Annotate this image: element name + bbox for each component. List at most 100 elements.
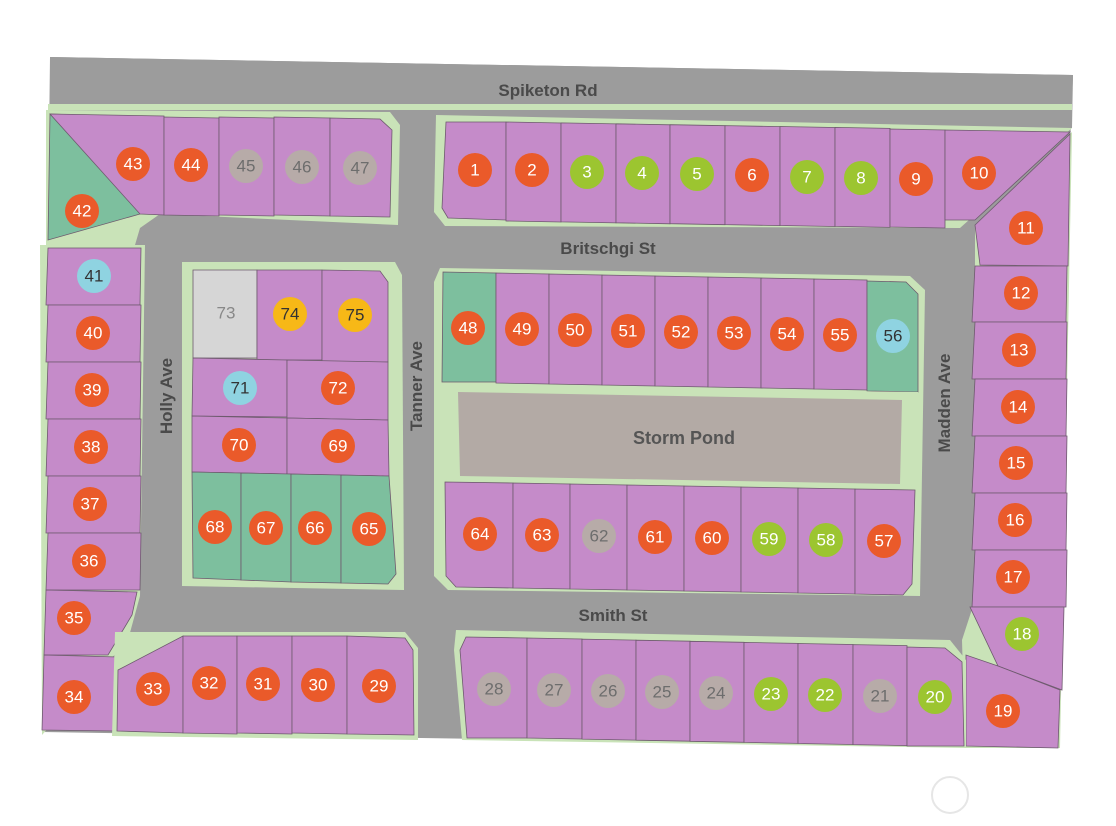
lot-number: 22 [816, 686, 835, 705]
lot-number: 56 [884, 327, 903, 346]
lot-badge-75[interactable]: 75 [338, 298, 372, 332]
lot-badge-67[interactable]: 67 [249, 511, 283, 545]
lot-badge-8[interactable]: 8 [844, 161, 878, 195]
lot-badge-63[interactable]: 63 [525, 518, 559, 552]
lot-badge-30[interactable]: 30 [301, 668, 335, 702]
lot-badge-40[interactable]: 40 [76, 316, 110, 350]
lot-number: 39 [83, 381, 102, 400]
lot-badge-23[interactable]: 23 [754, 677, 788, 711]
lot-badge-14[interactable]: 14 [1001, 390, 1035, 424]
lot-badge-17[interactable]: 17 [996, 560, 1030, 594]
lot-badge-25[interactable]: 25 [645, 675, 679, 709]
lot-badge-55[interactable]: 55 [823, 318, 857, 352]
lot-badge-18[interactable]: 18 [1005, 617, 1039, 651]
storm-pond: Storm Pond [442, 385, 918, 486]
lot-badge-62[interactable]: 62 [582, 519, 616, 553]
lot-badge-57[interactable]: 57 [867, 524, 901, 558]
lot-11[interactable] [974, 133, 1071, 267]
lot-badge-7[interactable]: 7 [790, 160, 824, 194]
lot-badge-22[interactable]: 22 [808, 678, 842, 712]
lot-badge-24[interactable]: 24 [699, 676, 733, 710]
lot-badge-3[interactable]: 3 [570, 155, 604, 189]
lot-badge-9[interactable]: 9 [899, 162, 933, 196]
lot-status-dot [229, 149, 263, 183]
lot-badge-42[interactable]: 42 [65, 194, 99, 228]
lot-number: 5 [692, 165, 701, 184]
lot-badge-64[interactable]: 64 [463, 517, 497, 551]
lot-badge-51[interactable]: 51 [611, 314, 645, 348]
lot-badge-19[interactable]: 19 [986, 694, 1020, 728]
lot-badge-58[interactable]: 58 [809, 523, 843, 557]
lot-badge-56[interactable]: 56 [876, 319, 910, 353]
lot-badge-11[interactable]: 11 [1009, 211, 1043, 245]
lot-badge-45[interactable]: 45 [229, 149, 263, 183]
lot-number: 19 [994, 702, 1013, 721]
lot-badge-46[interactable]: 46 [285, 150, 319, 184]
lot-badge-70[interactable]: 70 [222, 428, 256, 462]
lot-badge-74[interactable]: 74 [273, 297, 307, 331]
lot-badge-44[interactable]: 44 [174, 148, 208, 182]
lot-badge-27[interactable]: 27 [537, 673, 571, 707]
lot-badge-68[interactable]: 68 [198, 510, 232, 544]
lot-status-dot [863, 679, 897, 713]
lot-badge-50[interactable]: 50 [558, 313, 592, 347]
lot-badge-39[interactable]: 39 [75, 373, 109, 407]
lot-badge-65[interactable]: 65 [352, 512, 386, 546]
lot-number: 40 [84, 324, 103, 343]
lot-number: 72 [329, 379, 348, 398]
lot-badge-33[interactable]: 33 [136, 672, 170, 706]
lot-badge-72[interactable]: 72 [321, 371, 355, 405]
lot-badge-12[interactable]: 12 [1004, 276, 1038, 310]
lot-badge-71[interactable]: 71 [223, 371, 257, 405]
lot-badge-48[interactable]: 48 [451, 311, 485, 345]
lot-badge-1[interactable]: 1 [458, 153, 492, 187]
lot-badge-41[interactable]: 41 [77, 259, 111, 293]
lot-10[interactable] [944, 129, 1072, 221]
lot-badge-73[interactable]: 73 [217, 304, 236, 323]
lot-badge-61[interactable]: 61 [638, 520, 672, 554]
lot-badge-52[interactable]: 52 [664, 315, 698, 349]
lot-badge-37[interactable]: 37 [73, 487, 107, 521]
lot-badge-34[interactable]: 34 [57, 680, 91, 714]
lot-badge-43[interactable]: 43 [116, 147, 150, 181]
lot-badge-36[interactable]: 36 [72, 544, 106, 578]
lot-status-dot [458, 153, 492, 187]
lot-badge-6[interactable]: 6 [735, 158, 769, 192]
lot-badge-5[interactable]: 5 [680, 157, 714, 191]
lot-status-dot [116, 147, 150, 181]
lot-badge-13[interactable]: 13 [1002, 333, 1036, 367]
lot-status-dot [582, 519, 616, 553]
lot-badge-31[interactable]: 31 [246, 667, 280, 701]
lot-badge-4[interactable]: 4 [625, 156, 659, 190]
lot-badge-15[interactable]: 15 [999, 446, 1033, 480]
lot-badge-38[interactable]: 38 [74, 430, 108, 464]
lot-badge-60[interactable]: 60 [695, 521, 729, 555]
lot-number: 11 [1017, 219, 1035, 238]
lot-badge-49[interactable]: 49 [505, 312, 539, 346]
lot-number: 60 [703, 529, 722, 548]
lot-number: 29 [370, 677, 389, 696]
lot-status-dot [770, 317, 804, 351]
lot-badge-29[interactable]: 29 [362, 669, 396, 703]
lot-number: 35 [65, 609, 84, 628]
lot-status-dot [752, 522, 786, 556]
lot-badge-2[interactable]: 2 [515, 153, 549, 187]
lot-badge-54[interactable]: 54 [770, 317, 804, 351]
lot-number: 38 [82, 438, 101, 457]
lot-badge-66[interactable]: 66 [298, 511, 332, 545]
lot-badge-32[interactable]: 32 [192, 666, 226, 700]
lot-badge-59[interactable]: 59 [752, 522, 786, 556]
lot-badge-47[interactable]: 47 [343, 151, 377, 185]
lot-badge-16[interactable]: 16 [998, 503, 1032, 537]
lot-badge-69[interactable]: 69 [321, 429, 355, 463]
lot-badge-21[interactable]: 21 [863, 679, 897, 713]
lot-badge-35[interactable]: 35 [57, 601, 91, 635]
street-label-tanner: Tanner Ave [407, 341, 426, 431]
lot-badge-10[interactable]: 10 [962, 156, 996, 190]
lot-badge-28[interactable]: 28 [477, 672, 511, 706]
lot-status-dot [537, 673, 571, 707]
lot-badge-20[interactable]: 20 [918, 680, 952, 714]
lot-badge-26[interactable]: 26 [591, 674, 625, 708]
lot-badge-53[interactable]: 53 [717, 316, 751, 350]
